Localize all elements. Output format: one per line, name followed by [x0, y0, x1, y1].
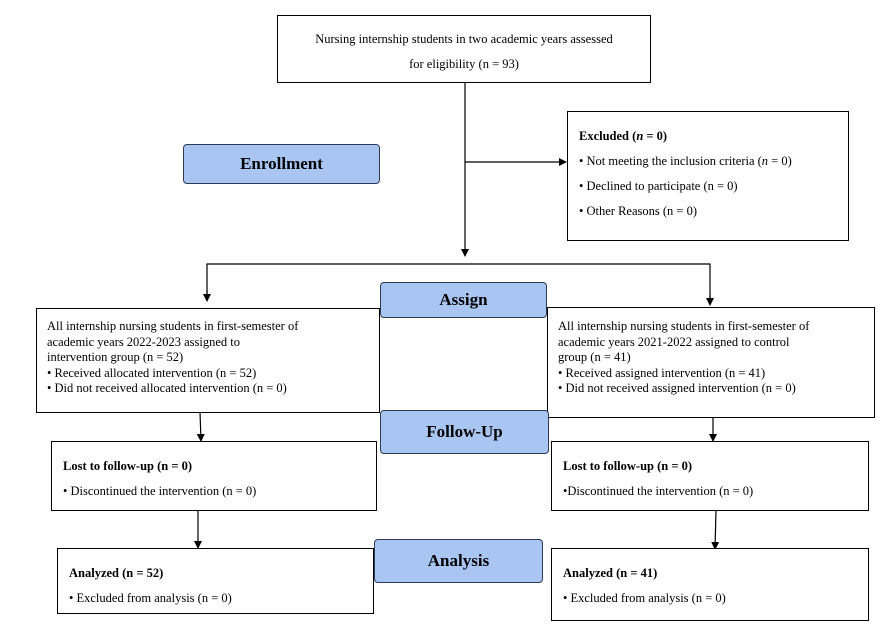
- stage-follow-up: Follow-Up: [380, 410, 549, 454]
- followup-left-item: • Discontinued the intervention (n = 0): [63, 484, 257, 498]
- followup-left-title: Lost to follow-up (n = 0): [63, 459, 193, 473]
- eligibility-line-2: for eligibility (n = 93): [409, 57, 519, 71]
- control-group-box: All internship nursing students in first…: [547, 307, 875, 418]
- intervention-group-box: All internship nursing students in first…: [36, 308, 380, 413]
- followup-left-box: Lost to follow-up (n = 0) • Discontinued…: [51, 441, 377, 511]
- analysis-right-title: Analyzed (n = 41): [563, 566, 658, 580]
- control-not-received: • Did not received assigned intervention…: [558, 381, 796, 395]
- analysis-right-item: • Excluded from analysis (n = 0): [563, 591, 726, 605]
- eligibility-line-1: Nursing internship students in two acade…: [315, 32, 613, 46]
- stage-analysis: Analysis: [374, 539, 543, 583]
- followup-right-title: Lost to follow-up (n = 0): [563, 459, 693, 473]
- split-line: [206, 263, 711, 304]
- intervention-line-3: intervention group (n = 52): [47, 350, 184, 364]
- intervention-not-received: • Did not received allocated interventio…: [47, 381, 287, 395]
- excluded-item-declined: • Declined to participate (n = 0): [579, 179, 738, 193]
- analysis-left-item: • Excluded from analysis (n = 0): [69, 591, 232, 605]
- control-line-3: group (n = 41): [558, 350, 631, 364]
- followup-right-box: Lost to follow-up (n = 0) •Discontinued …: [551, 441, 869, 511]
- arrow-followup-to-analysis-right: [711, 509, 720, 550]
- arrow-intervention-to-followup: [196, 411, 205, 442]
- excluded-title: Excluded (n = 0): [579, 129, 668, 143]
- intervention-line-1: All internship nursing students in first…: [47, 319, 299, 333]
- excluded-item-other: • Other Reasons (n = 0): [579, 204, 697, 218]
- intervention-line-2: academic years 2022-2023 assigned to: [47, 334, 240, 349]
- stage-enrollment: Enrollment: [183, 144, 380, 184]
- analysis-left-box: Analyzed (n = 52) • Excluded from analys…: [57, 548, 374, 614]
- excluded-box: Excluded (n = 0) • Not meeting the inclu…: [567, 111, 849, 241]
- analysis-right-box: Analyzed (n = 41) • Excluded from analys…: [551, 548, 869, 621]
- stage-assign: Assign: [380, 282, 547, 318]
- followup-right-item: •Discontinued the intervention (n = 0): [563, 484, 754, 498]
- control-line-2: academic years 2021-2022 assigned to con…: [558, 334, 790, 349]
- eligibility-box: Nursing internship students in two acade…: [277, 15, 651, 83]
- analysis-left-title: Analyzed (n = 52): [69, 566, 164, 580]
- excluded-item-inclusion: • Not meeting the inclusion criteria (n …: [579, 154, 792, 168]
- intervention-received: • Received allocated intervention (n = 5…: [47, 365, 257, 380]
- control-received: • Received assigned intervention (n = 41…: [558, 365, 766, 380]
- control-line-1: All internship nursing students in first…: [558, 319, 810, 333]
